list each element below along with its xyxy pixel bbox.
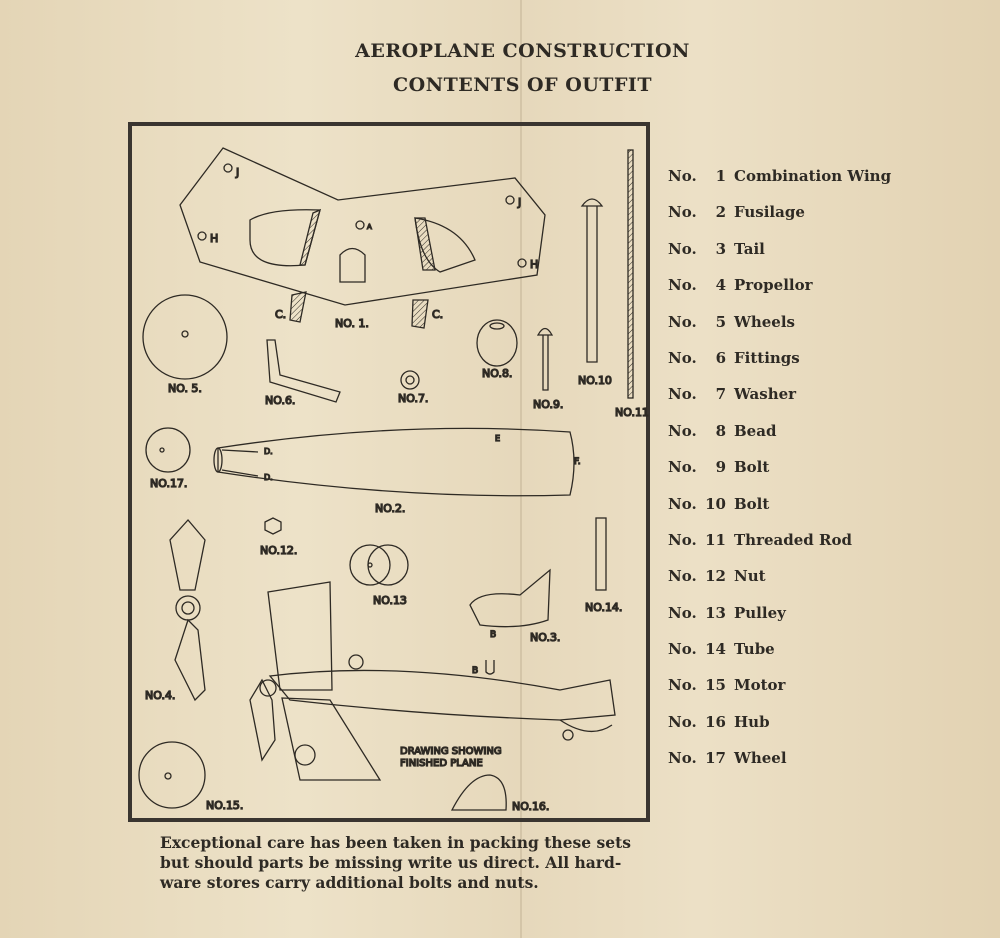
label-b: B <box>490 630 496 640</box>
label-no11: NO.11 <box>615 406 649 419</box>
page-fold <box>520 0 522 938</box>
bolt-small-drawing <box>536 327 554 391</box>
washer-drawing <box>400 370 420 390</box>
finished-plane-drawing <box>249 581 616 781</box>
threaded-rod-drawing <box>627 149 634 399</box>
label-no14: NO.14. <box>585 601 622 614</box>
fuselage-drawing <box>217 427 575 497</box>
label-c: C. <box>432 308 443 321</box>
label-no15: NO.15. <box>206 799 243 812</box>
label-d: D. <box>264 447 273 456</box>
label-no4: NO.4. <box>145 689 175 702</box>
pulley-drawing <box>349 544 391 586</box>
tube-drawing <box>595 517 607 591</box>
label-no8: NO.8. <box>482 367 512 380</box>
label-b: B <box>472 666 478 676</box>
nut-drawing <box>264 517 282 535</box>
page-subtitle: CONTENTS OF OUTFIT <box>393 74 652 96</box>
label-no9: NO.9. <box>533 398 563 411</box>
tail-drawing <box>469 568 551 628</box>
label-no17: NO.17. <box>150 477 187 490</box>
hub-drawing <box>450 774 507 811</box>
caption-line1: DRAWING SHOWING <box>400 746 502 757</box>
label-h: H <box>530 258 538 271</box>
label-no2: NO.2. <box>375 502 405 515</box>
bead-drawing <box>476 319 518 367</box>
label-no12: NO.12. <box>260 544 297 557</box>
wheel-small-drawing <box>145 427 191 473</box>
combination-wing-drawing <box>179 147 546 329</box>
label-d: D. <box>264 473 273 482</box>
label-no7: NO.7. <box>398 392 428 405</box>
label-no16: NO.16. <box>512 800 549 813</box>
label-j: J <box>235 166 239 179</box>
motor-drawing <box>138 741 206 809</box>
wheel-drawing <box>142 294 228 380</box>
fitting-drawing <box>266 339 341 403</box>
label-no13: NO.13 <box>373 594 407 607</box>
label-no10: NO.10 <box>578 374 612 387</box>
label-c: C. <box>275 308 286 321</box>
label-no6: NO.6. <box>265 394 295 407</box>
label-no5: NO. 5. <box>168 382 202 395</box>
diagram-frame <box>128 122 650 822</box>
label-j: J <box>517 196 521 209</box>
label-no1: NO. 1. <box>335 317 369 330</box>
label-f: F. <box>574 457 581 467</box>
label-no3: NO.3. <box>530 631 560 644</box>
label-a: A <box>367 223 372 231</box>
page-title: AEROPLANE CONSTRUCTION <box>355 40 690 62</box>
label-h: H <box>210 232 218 245</box>
caption-line2: FINISHED PLANE <box>400 758 483 769</box>
packing-note: Exceptional care has been taken in packi… <box>160 833 631 892</box>
propeller-drawing <box>169 519 206 702</box>
label-e: E <box>495 434 500 443</box>
bolt-long-drawing <box>580 198 604 363</box>
